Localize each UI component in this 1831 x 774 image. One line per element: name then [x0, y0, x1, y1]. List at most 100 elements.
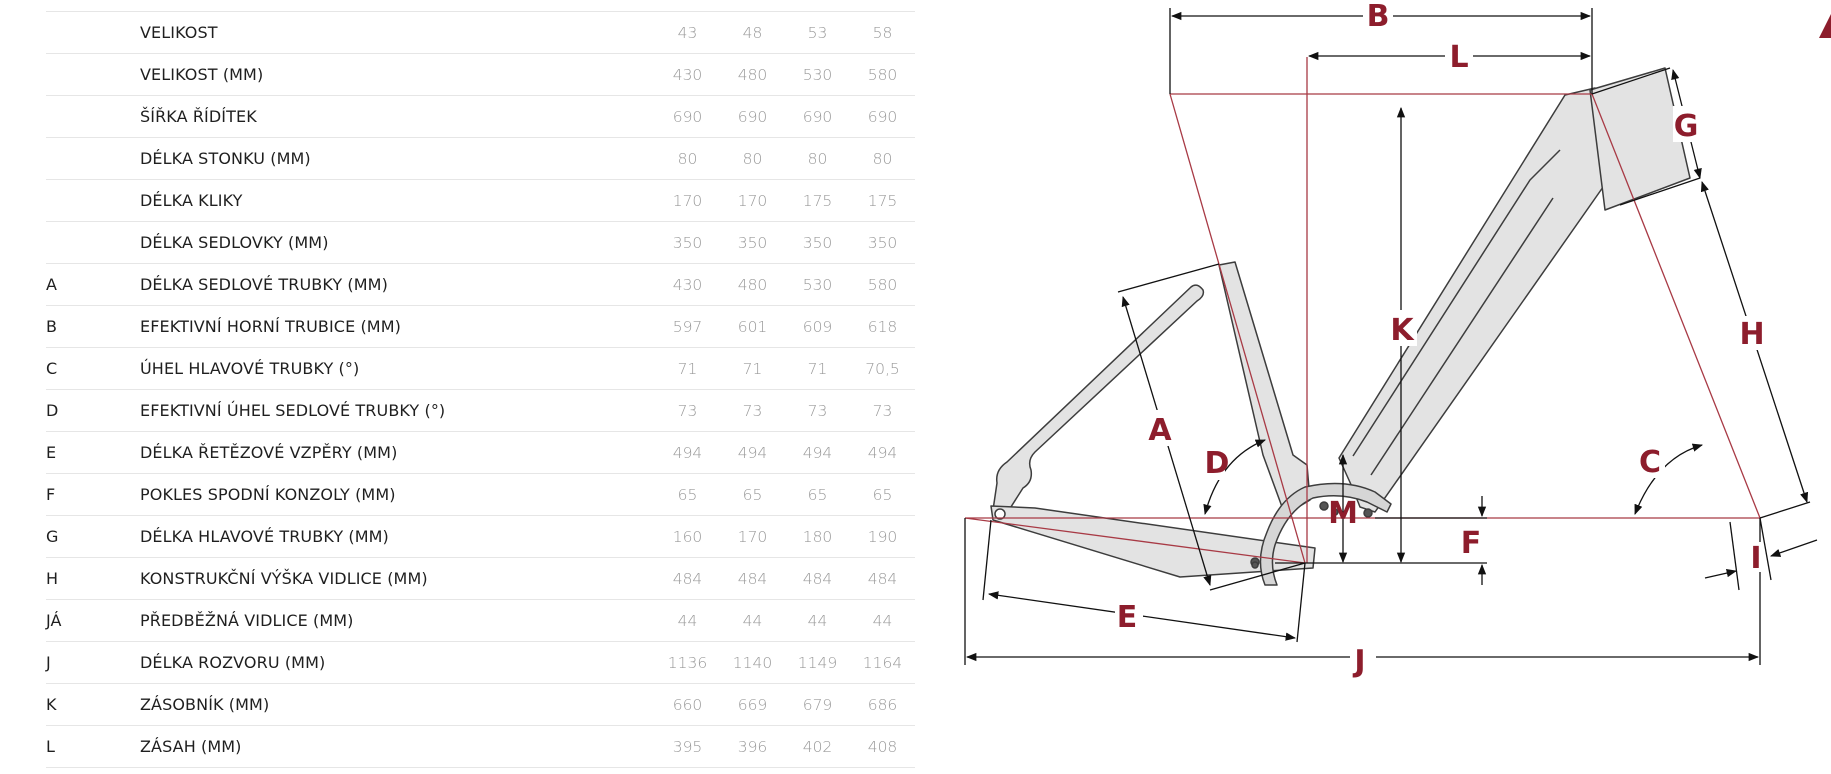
label-bg-b — [1363, 0, 1393, 32]
row-value: 690 — [655, 95, 720, 138]
row-code — [46, 221, 140, 264]
row-value: 484 — [720, 557, 785, 600]
row-code: A — [46, 263, 140, 306]
label-bg-k — [1387, 310, 1417, 346]
row-label: ÚHEL HLAVOVÉ TRUBKY (°) — [140, 347, 655, 390]
rear-dropout-circle — [994, 508, 1006, 520]
motor-bolt-2 — [1363, 508, 1373, 518]
dim-i-ext-left — [1729, 521, 1740, 591]
row-code: D — [46, 389, 140, 432]
row-value: 484 — [785, 557, 850, 600]
row-value: 180 — [785, 515, 850, 558]
row-value: 44 — [655, 599, 720, 642]
frame-geometry-diagram: B L K M F A D E J G H C I — [964, 0, 1831, 679]
row-code — [46, 137, 140, 180]
row-value: 175 — [850, 179, 915, 222]
dim-i-ext-right — [1759, 517, 1772, 581]
dim-e-ext-right — [1296, 562, 1306, 643]
row-value: 618 — [850, 305, 915, 348]
row-label: KONSTRUKČNÍ VÝŠKA VIDLICE (MM) — [140, 557, 655, 600]
label-bg-j — [1350, 645, 1376, 675]
seat-stay-shape — [991, 284, 1205, 521]
row-label: POKLES SPODNÍ KONZOLY (MM) — [140, 473, 655, 516]
dim-g-ext-top — [1591, 67, 1671, 95]
row-value: 1136 — [655, 641, 720, 684]
row-value: 494 — [720, 431, 785, 474]
label-bg-g — [1673, 106, 1703, 142]
down-tube-inner-line — [1352, 149, 1561, 457]
label-bg-c — [1637, 442, 1665, 478]
row-code: C — [46, 347, 140, 390]
row-value: 484 — [655, 557, 720, 600]
row-label: DÉLKA HLAVOVÉ TRUBKY (MM) — [140, 515, 655, 558]
row-value: 494 — [785, 431, 850, 474]
row-value: 690 — [850, 95, 915, 138]
row-value: 601 — [720, 305, 785, 348]
dimension-labels: B L K M F A D E J G H C I — [1117, 0, 1765, 679]
row-value: 494 — [850, 431, 915, 474]
label-backgrounds — [1115, 0, 1767, 675]
row-code — [46, 95, 140, 138]
row-code: L — [46, 725, 140, 768]
label-bg-f — [1465, 528, 1497, 558]
row-value: 350 — [785, 221, 850, 264]
row-value: 65 — [655, 473, 720, 516]
row-code: E — [46, 431, 140, 474]
row-value: 350 — [655, 221, 720, 264]
row-value: 669 — [720, 683, 785, 726]
row-code: JÁ — [46, 599, 140, 642]
row-label: DÉLKA SEDLOVKY (MM) — [140, 221, 655, 264]
label-bg-d — [1195, 444, 1225, 480]
row-value: 80 — [720, 137, 785, 180]
row-value: 660 — [655, 683, 720, 726]
dim-i-arrow-right — [1770, 539, 1818, 557]
row-label: DÉLKA ŘETĚZOVÉ VZPĚRY (MM) — [140, 431, 655, 474]
dim-e-ext-left — [982, 519, 992, 601]
row-code: G — [46, 515, 140, 558]
row-value: 609 — [785, 305, 850, 348]
label-bg-e — [1115, 598, 1143, 632]
row-label: ZÁSOBNÍK (MM) — [140, 683, 655, 726]
row-value: 71 — [720, 347, 785, 390]
label-h: H — [1739, 317, 1764, 352]
row-value: 53 — [785, 11, 850, 54]
row-value: 484 — [850, 557, 915, 600]
row-label: DÉLKA SEDLOVÉ TRUBKY (MM) — [140, 263, 655, 306]
row-value: 80 — [785, 137, 850, 180]
row-value: 70,5 — [850, 347, 915, 390]
row-value: 190 — [850, 515, 915, 558]
row-value: 58 — [850, 11, 915, 54]
label-bg-l — [1445, 40, 1473, 72]
row-value: 48 — [720, 11, 785, 54]
row-value: 480 — [720, 53, 785, 96]
label-bg-h — [1737, 316, 1767, 350]
row-label: VELIKOST — [140, 11, 655, 54]
dim-a-ext — [1117, 263, 1220, 293]
row-value: 690 — [785, 95, 850, 138]
motor-bolt-1 — [1319, 501, 1329, 511]
dim-a-ext-bottom — [1209, 562, 1306, 591]
seat-tube-shape — [1218, 261, 1311, 516]
row-value: 65 — [850, 473, 915, 516]
dim-d-arc — [1203, 439, 1266, 516]
motor-bolt-3 — [1331, 508, 1339, 516]
row-code: F — [46, 473, 140, 516]
row-value: 170 — [720, 515, 785, 558]
row-value: 80 — [850, 137, 915, 180]
row-value: 395 — [655, 725, 720, 768]
label-d: D — [1205, 446, 1230, 481]
dim-h-ext-bottom — [1759, 501, 1811, 519]
row-value: 350 — [720, 221, 785, 264]
row-value: 65 — [720, 473, 785, 516]
